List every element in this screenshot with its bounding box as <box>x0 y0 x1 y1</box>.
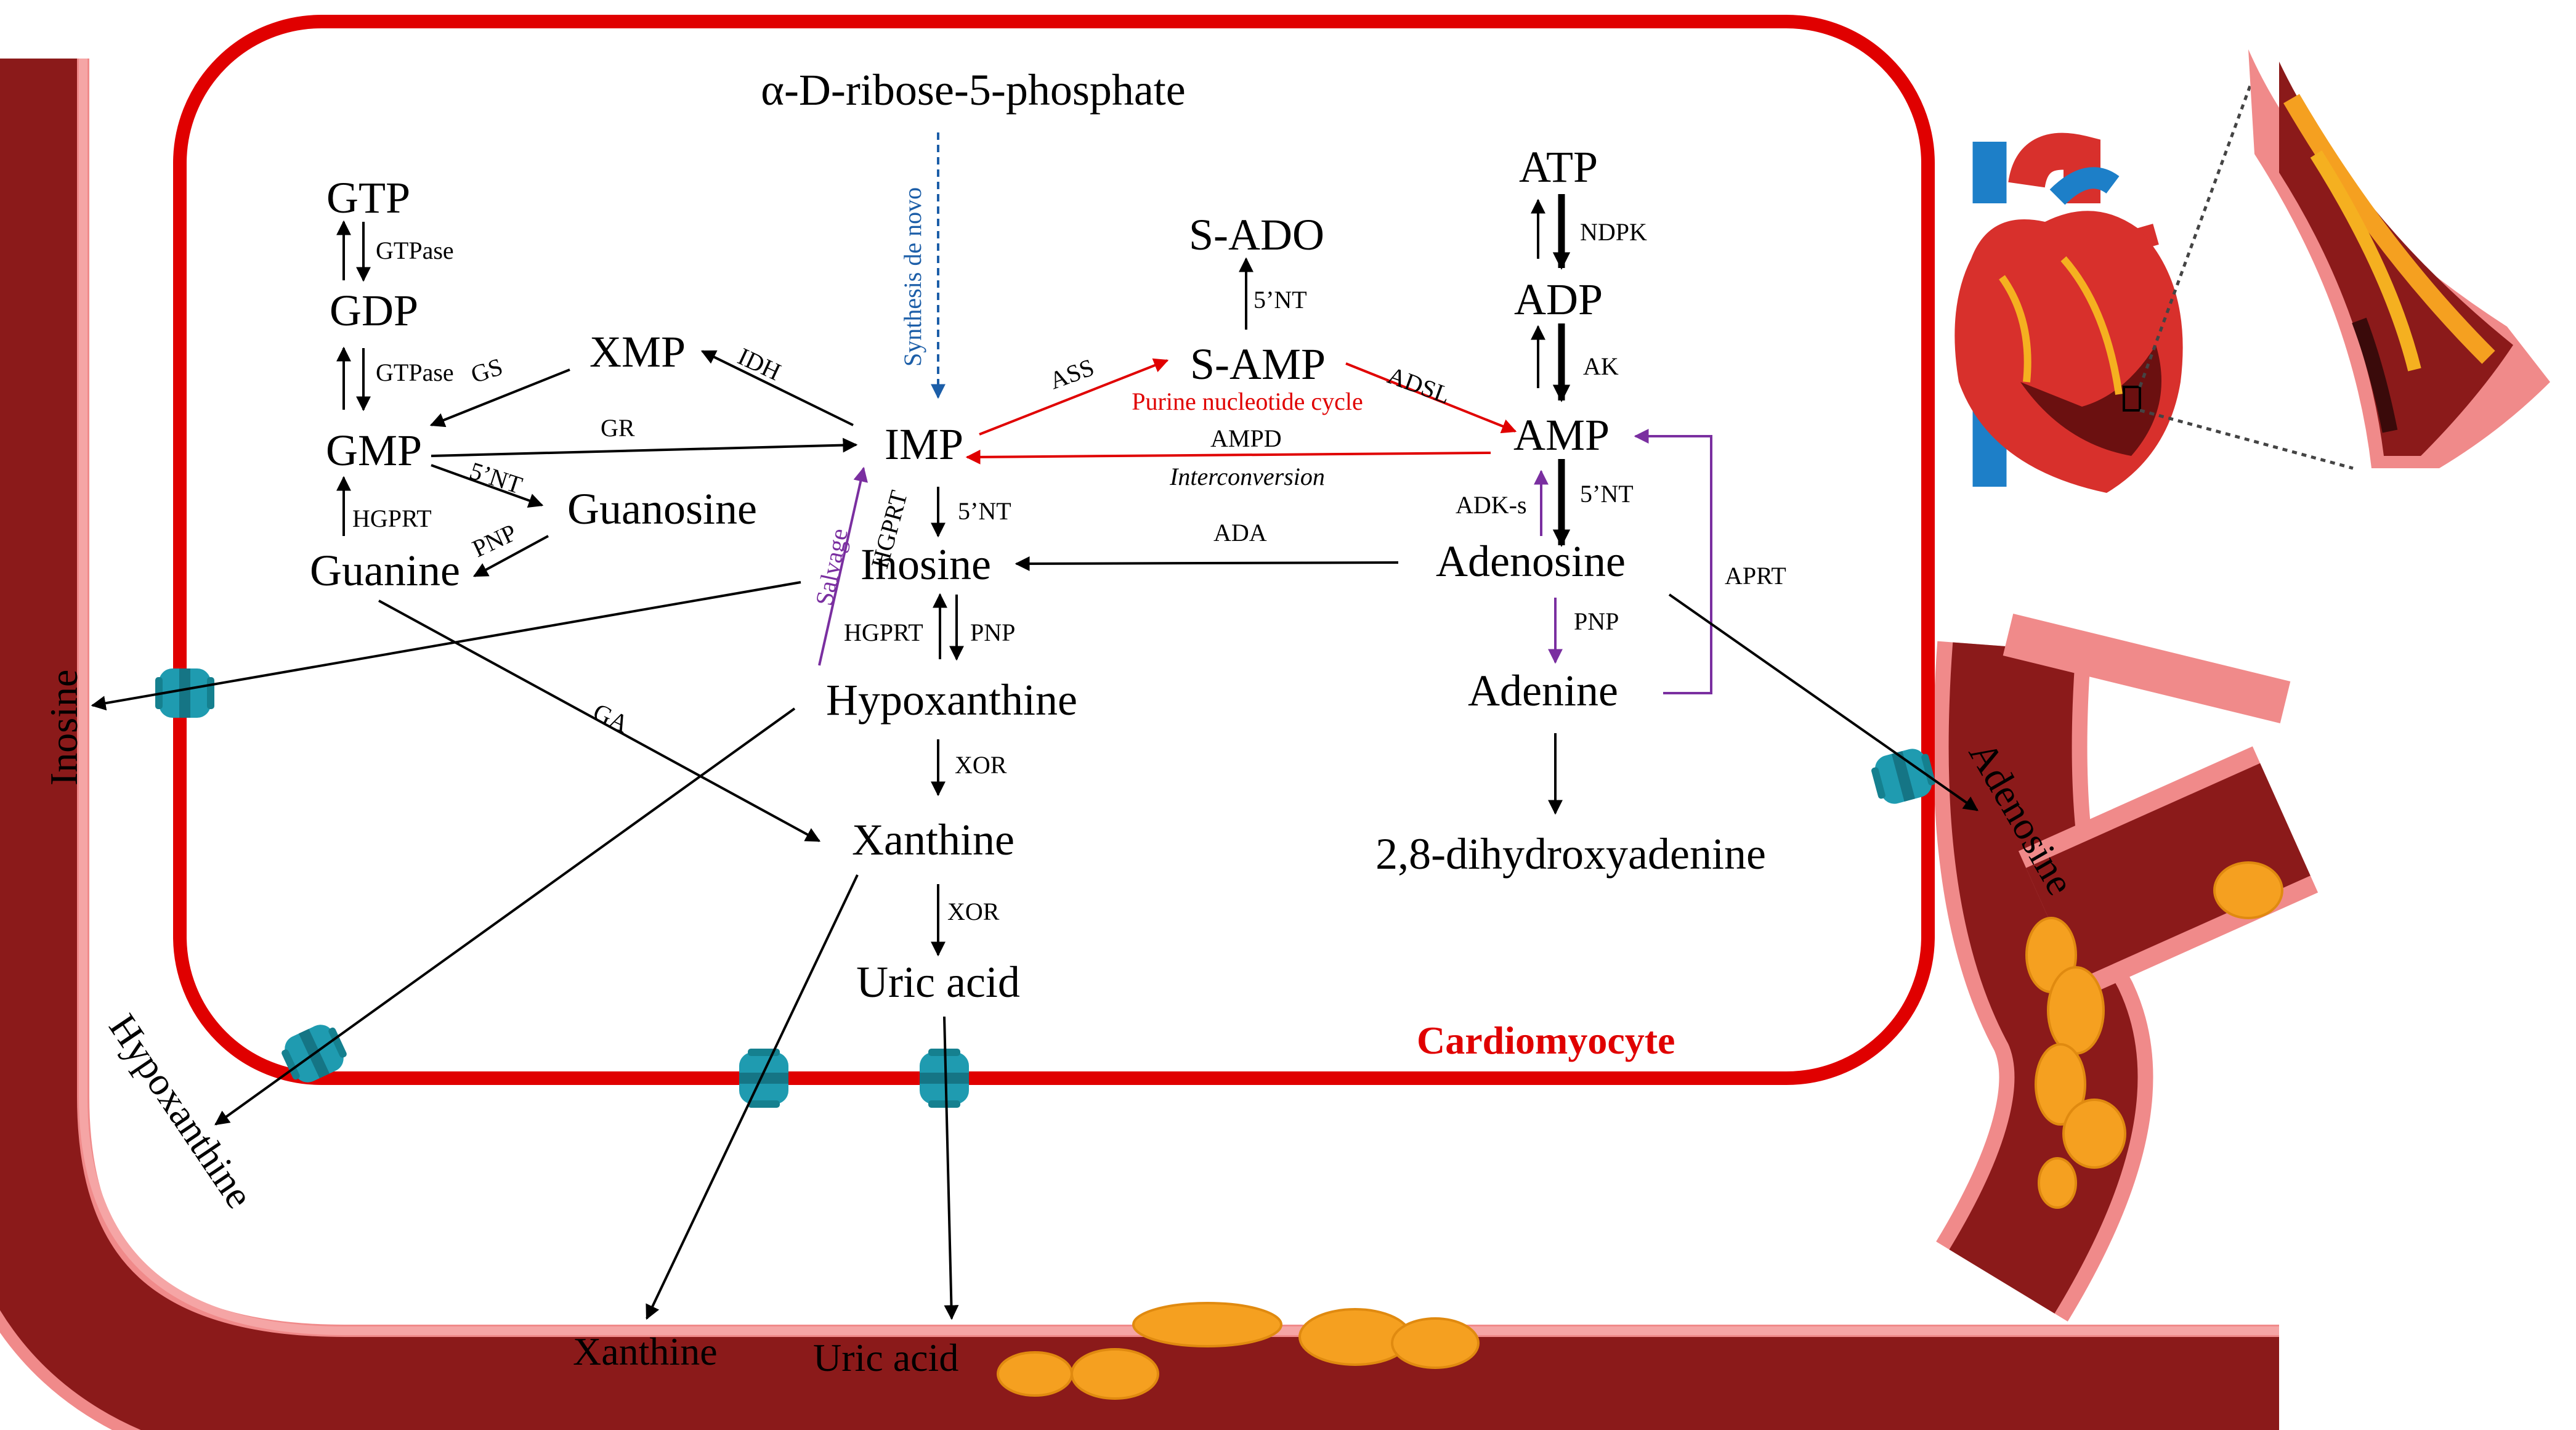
vessel-diag-wall <box>2026 763 2311 981</box>
arrow-amp-imp <box>965 449 1491 465</box>
label-interconversion: Interconversion <box>1169 463 1325 490</box>
met-sado: S-ADO <box>1189 210 1324 259</box>
met-amp: AMP <box>1513 410 1610 460</box>
met-uric-acid: Uric acid <box>856 957 1020 1007</box>
met-hypoxanthine: Hypoxanthine <box>826 675 1077 725</box>
vessel-wall <box>0 59 2279 1430</box>
enz-nt-imp: 5’NT <box>958 497 1011 525</box>
arrow-salvage <box>818 466 868 666</box>
cardiomyocyte-membrane <box>173 15 1935 1085</box>
met-xanthine: Xanthine <box>852 815 1015 864</box>
met-imp: IMP <box>885 420 963 469</box>
met-atp: ATP <box>1519 142 1598 192</box>
arrow-adenosine-inosine <box>1015 556 1399 571</box>
label-cycle: Purine nucleotide cycle <box>1132 388 1363 415</box>
arrow-export-hypoxanthine <box>214 707 796 1126</box>
enz-ampd: AMPD <box>1210 425 1282 452</box>
pathway-labels: Synthesis de novo Salvage Purine nucleot… <box>810 187 1363 608</box>
vessel-label-uric-acid: Uric acid <box>813 1336 958 1379</box>
enz-xor-2: XOR <box>947 898 1000 925</box>
enz-xor-1: XOR <box>955 751 1007 779</box>
enz-ak: AK <box>1583 352 1619 380</box>
met-gmp: GMP <box>326 426 422 475</box>
zoom-line-bottom <box>2139 408 2354 470</box>
arrow-guanine-xanthine <box>378 599 821 842</box>
enz-aprt: APRT <box>1725 562 1786 590</box>
vessel-label-xanthine: Xanthine <box>573 1330 718 1373</box>
met-adp: ADP <box>1514 275 1603 324</box>
blood-vessel <box>0 59 2319 1430</box>
arrow-gmp-guanosine <box>431 464 544 508</box>
reaction-arrows <box>91 132 1979 1320</box>
enz-nt-samp: 5’NT <box>1254 286 1307 314</box>
met-gtp: GTP <box>326 173 410 222</box>
met-gdp: GDP <box>330 286 418 335</box>
enz-adks: ADK-s <box>1456 491 1527 519</box>
enz-pnp-ado: PNP <box>1574 607 1619 635</box>
arrow-imp-xmp <box>700 350 854 426</box>
enz-pnp-ino: PNP <box>970 619 1015 646</box>
met-samp: S-AMP <box>1190 339 1326 389</box>
plaque-deposits <box>997 861 2283 1400</box>
enz-hgprt-g: HGPRT <box>352 505 432 532</box>
metabolite-labels: α-D-ribose-5-phosphate GTP GDP GMP XMP G… <box>310 65 1766 1007</box>
label-de-novo: Synthesis de novo <box>899 187 926 367</box>
arrow-export-xanthine <box>646 874 859 1320</box>
met-guanine: Guanine <box>310 546 460 595</box>
zoom-line-top <box>2138 73 2256 388</box>
met-xmp: XMP <box>589 327 686 376</box>
enz-ndpk: NDPK <box>1580 218 1647 246</box>
met-adenosine: Adenosine <box>1436 537 1626 586</box>
enz-gtpase-1: GTPase <box>376 237 454 264</box>
transporter-xanthine <box>739 1049 788 1108</box>
vessel-upper-outer <box>2003 614 2291 723</box>
heart-icon <box>1954 132 2183 493</box>
enz-ada: ADA <box>1213 519 1267 546</box>
arrow-xmp-gmp <box>429 368 570 428</box>
arrow-samp-amp <box>1345 362 1517 434</box>
cardiomyocyte-label: Cardiomyocyte <box>1417 1018 1675 1062</box>
arrow-gmp-imp <box>431 437 858 457</box>
enz-gr: GR <box>601 414 635 442</box>
met-ribose: α-D-ribose-5-phosphate <box>761 65 1186 115</box>
met-dha: 2,8-dihydroxyadenine <box>1375 829 1766 879</box>
arrow-export-uric <box>943 1016 959 1320</box>
arrow-export-adenosine <box>1668 593 1979 811</box>
vessel-inner-lining <box>79 59 2279 1335</box>
arrow-imp-samp <box>979 358 1169 436</box>
met-adenine: Adenine <box>1468 666 1618 715</box>
arrow-aprt <box>1634 429 1712 694</box>
artery-inset <box>2248 49 2550 468</box>
vessel-label-inosine: Inosine <box>42 670 86 786</box>
met-guanosine: Guanosine <box>567 484 757 534</box>
enz-gtpase-2: GTPase <box>376 359 454 386</box>
arrow-guanosine-guanine <box>472 535 549 577</box>
enz-hgprt-hx: HGPRT <box>844 619 923 646</box>
enz-nt-amp: 5’NT <box>1580 480 1634 508</box>
met-inosine: Inosine <box>861 540 991 589</box>
arrow-export-inosine <box>91 581 801 711</box>
